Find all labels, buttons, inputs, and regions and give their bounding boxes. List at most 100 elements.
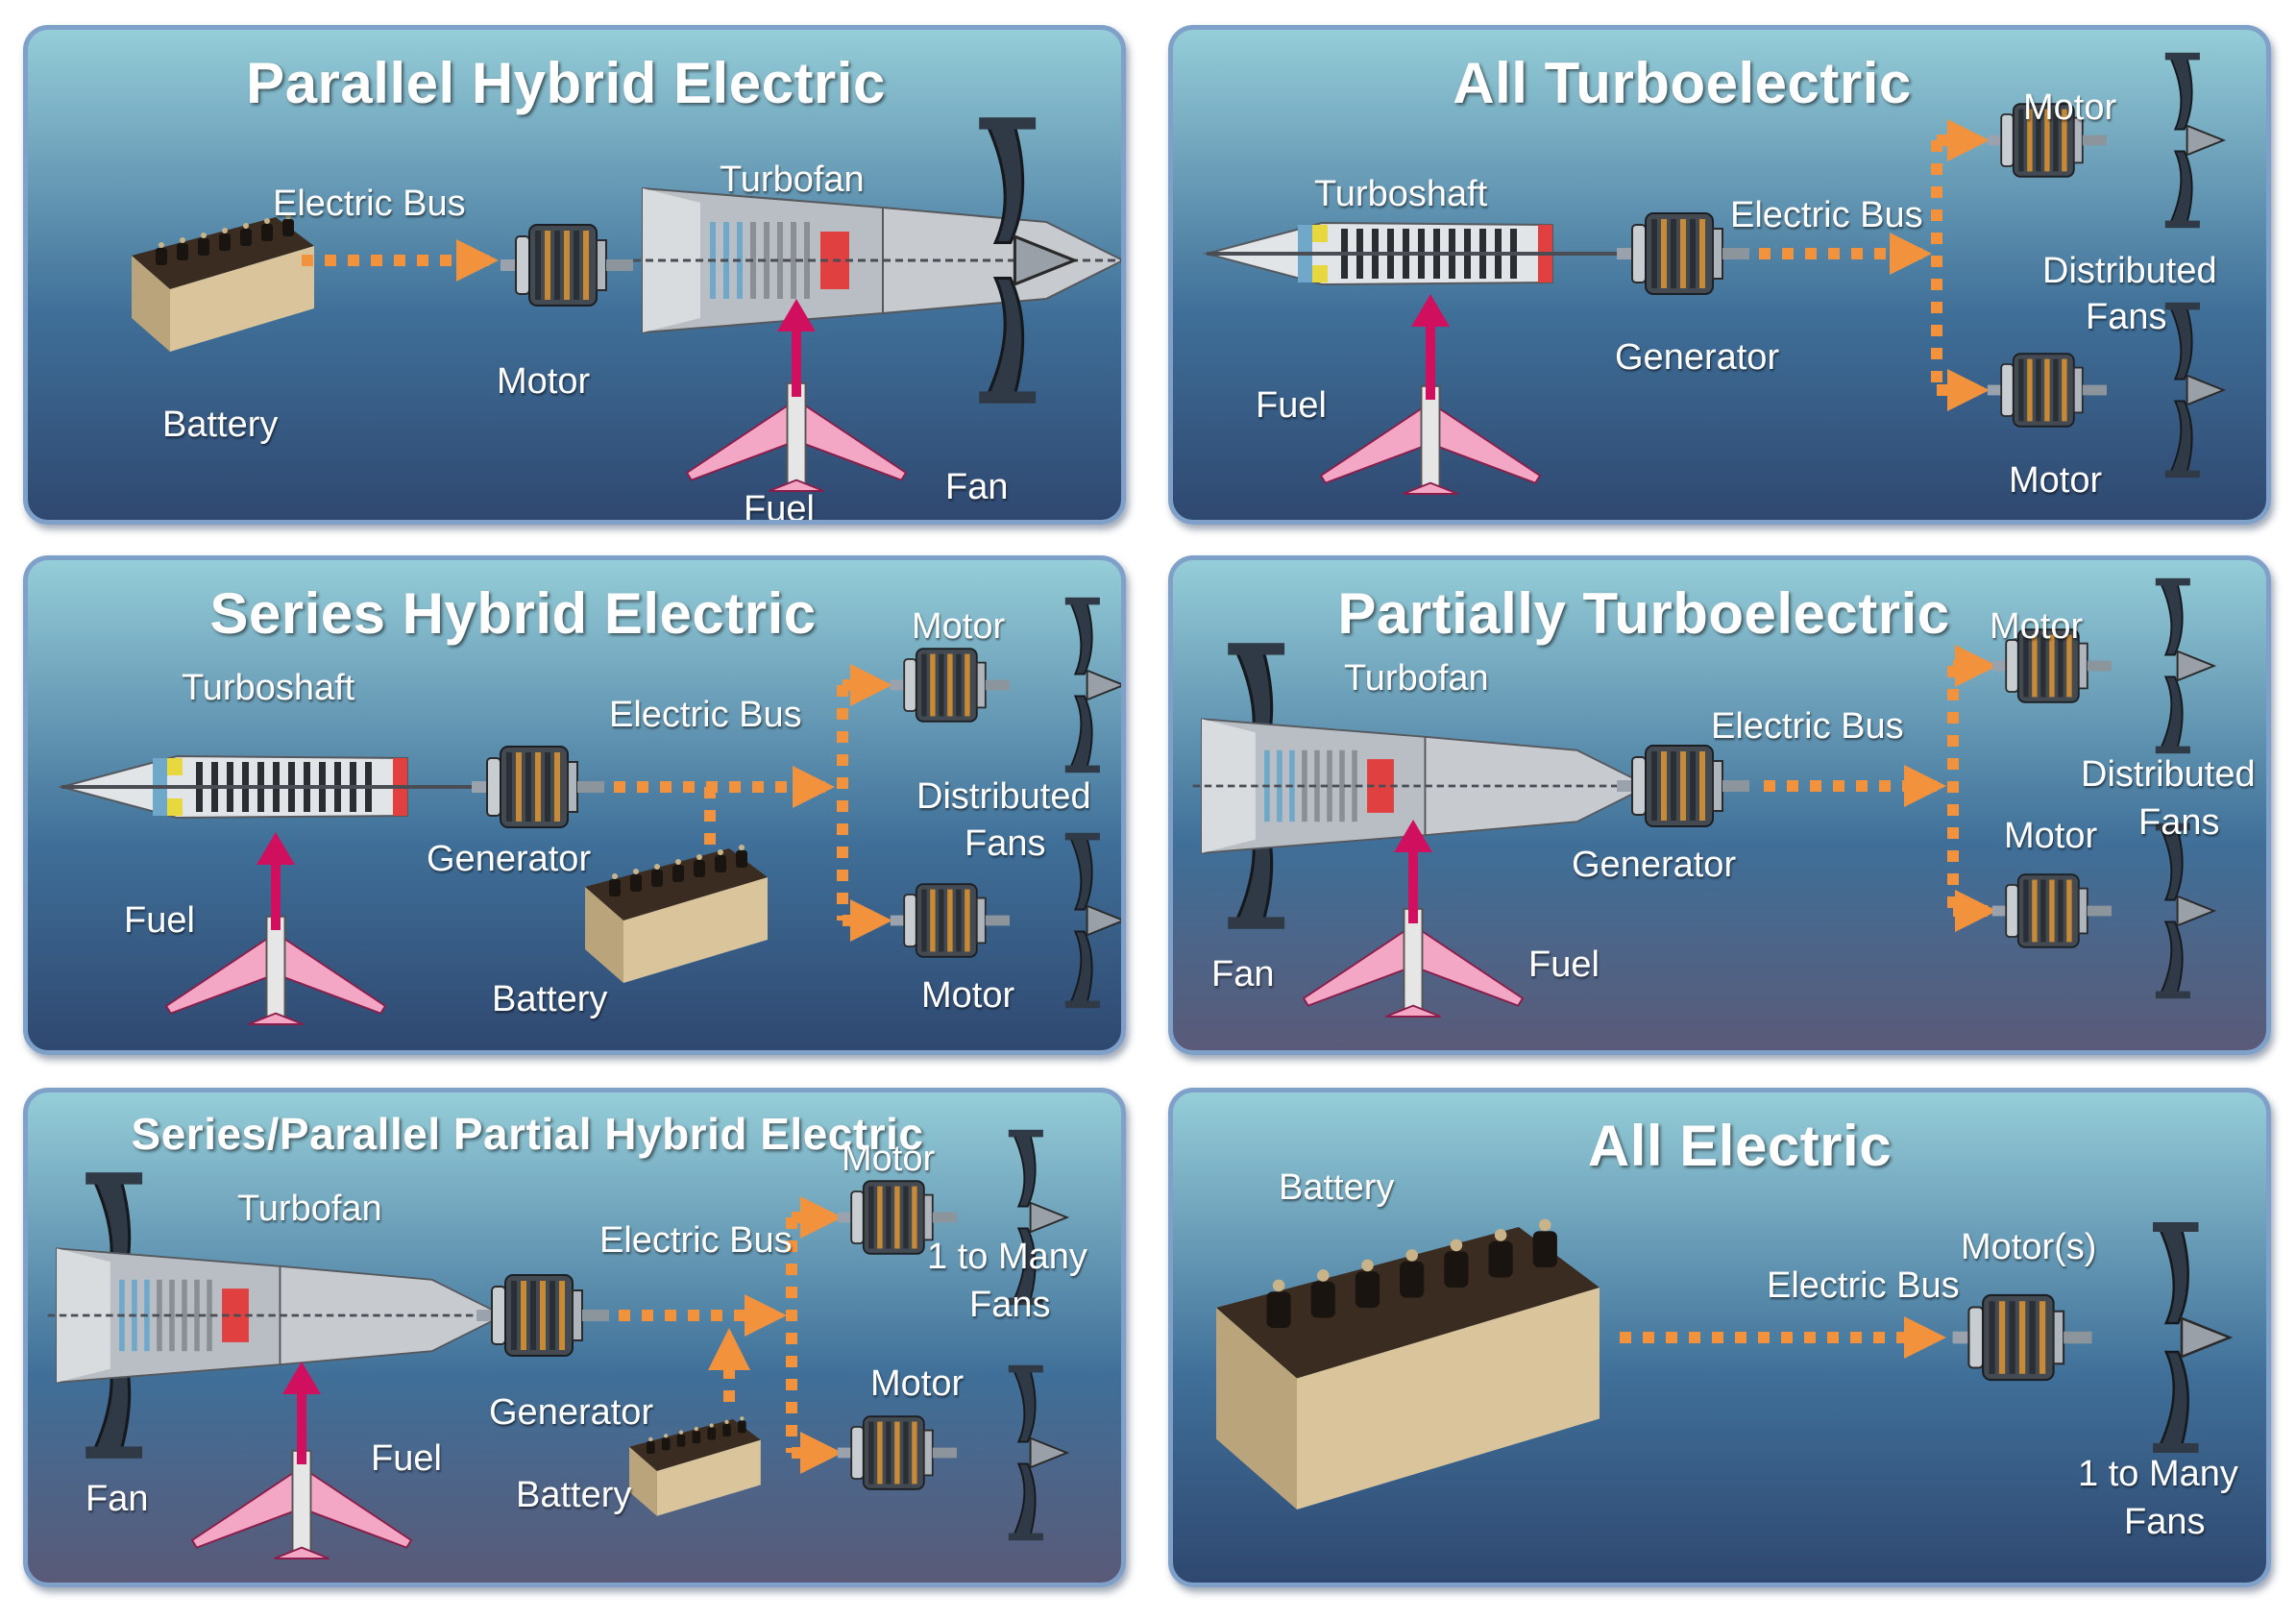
architecture-schematic xyxy=(1192,577,2217,1018)
fan-icon xyxy=(979,117,1079,404)
architecture-schematic xyxy=(47,1129,1070,1559)
turbofan-icon xyxy=(633,186,1121,334)
turboshaft-icon xyxy=(1203,221,1649,286)
orange-dotted-arrow xyxy=(1764,765,1946,807)
orange-dotted-arrow xyxy=(614,766,835,808)
component-label-battery: Battery xyxy=(162,405,279,445)
airplane-icon xyxy=(1302,907,1525,1018)
orange-dotted-arrow xyxy=(843,899,892,942)
orange-dotted-arrow xyxy=(619,1294,787,1337)
orange-dotted-arrow xyxy=(1937,369,1990,411)
panel-title: All Electric xyxy=(1587,1113,1893,1178)
fan-icon xyxy=(2155,577,2217,754)
generator-icon xyxy=(472,746,604,828)
component-label-fuel: Fuel xyxy=(1256,385,1327,426)
component-label-motor: Motor xyxy=(1990,606,2084,647)
component-label-fuel: Fuel xyxy=(1528,945,1600,985)
fan-icon xyxy=(1008,1129,1070,1306)
motor-icon xyxy=(890,883,1010,958)
motor-icon xyxy=(1987,103,2107,178)
generator-icon xyxy=(1617,745,1749,827)
component-label-fans: Fans xyxy=(2124,1502,2206,1542)
component-label-generator: Generator xyxy=(1615,337,1780,378)
motor-icon xyxy=(837,1415,957,1490)
panel-title: All Turboelectric xyxy=(1453,50,1912,115)
component-label-motor-s-: Motor(s) xyxy=(1961,1227,2097,1267)
component-label-fan: Fan xyxy=(1211,954,1275,994)
motor-icon xyxy=(1987,353,2107,428)
orange-dotted-arrow xyxy=(1937,119,1990,161)
component-label-motor: Motor xyxy=(912,606,1006,647)
component-label-motor: Motor xyxy=(870,1363,965,1404)
component-label-generator: Generator xyxy=(427,839,592,879)
airplane-icon xyxy=(685,381,908,492)
component-label-electric-bus: Electric Bus xyxy=(1711,706,1904,747)
panel-title: Partially Turboelectric xyxy=(1337,580,1950,646)
component-label-1-to-many: 1 to Many xyxy=(2078,1454,2238,1494)
component-label-fan: Fan xyxy=(85,1479,149,1519)
architecture-schematic xyxy=(132,117,1121,492)
fan-icon xyxy=(2153,1222,2234,1453)
component-label-motor: Motor xyxy=(921,975,1015,1016)
airplane-icon xyxy=(1319,384,1542,495)
component-label-turbofan: Turbofan xyxy=(1344,658,1489,699)
generator-icon xyxy=(1617,212,1749,295)
motor-icon xyxy=(1952,1293,2092,1382)
panel-title: Series/Parallel Partial Hybrid Electric xyxy=(131,1109,924,1160)
orange-dotted-arrow xyxy=(1953,890,1997,932)
component-label-fans: Fans xyxy=(2086,297,2167,337)
component-label-electric-bus: Electric Bus xyxy=(1767,1265,1960,1306)
fan-icon xyxy=(1008,1364,1070,1541)
fuel-arrow xyxy=(1394,820,1432,923)
fuel-arrow xyxy=(1411,294,1450,400)
architecture-schematic xyxy=(58,597,1121,1025)
component-label-motor: Motor xyxy=(2004,816,2098,856)
fuel-arrow xyxy=(282,1362,321,1464)
orange-dotted-arrow xyxy=(792,1432,843,1474)
battery-icon xyxy=(629,1416,761,1516)
component-label-turboshaft: Turboshaft xyxy=(182,668,355,708)
motor-icon xyxy=(1991,873,2112,948)
orange-dotted-arrow xyxy=(708,1328,750,1402)
component-label-fans: Fans xyxy=(2138,802,2220,843)
component-label-turbofan: Turbofan xyxy=(720,160,865,200)
fan-icon xyxy=(2155,822,2217,999)
component-label-fuel: Fuel xyxy=(124,900,195,941)
airplane-icon xyxy=(190,1449,413,1559)
motor-icon xyxy=(837,1180,957,1255)
component-label-motor: Motor xyxy=(2023,87,2117,128)
orange-dotted-arrow xyxy=(302,239,499,282)
motor-icon xyxy=(890,648,1010,723)
architecture-schematic xyxy=(1216,1218,2234,1510)
orange-dotted-arrow xyxy=(1953,645,1997,687)
fan-icon xyxy=(1064,832,1121,1009)
component-label-fuel: Fuel xyxy=(371,1438,442,1479)
component-label-battery: Battery xyxy=(1279,1167,1395,1208)
airplane-icon xyxy=(164,915,387,1025)
battery-icon xyxy=(1216,1218,1600,1510)
component-label-distributed: Distributed xyxy=(916,776,1091,817)
panel-title: Series Hybrid Electric xyxy=(209,580,817,646)
fuel-arrow xyxy=(256,832,295,930)
panel-title: Parallel Hybrid Electric xyxy=(246,50,886,115)
fuel-arrow xyxy=(777,299,816,397)
turbofan-icon xyxy=(47,1247,506,1384)
component-label-motor: Motor xyxy=(842,1139,936,1179)
component-label-fan: Fan xyxy=(945,467,1009,507)
orange-dotted-arrow xyxy=(843,664,892,706)
component-label-distributed: Distributed xyxy=(2042,251,2217,291)
component-label-battery: Battery xyxy=(492,979,608,1019)
component-label-turboshaft: Turboshaft xyxy=(1314,174,1488,214)
component-label-fans: Fans xyxy=(969,1285,1051,1325)
fan-icon xyxy=(1064,597,1121,773)
component-label-turbofan: Turbofan xyxy=(237,1189,382,1229)
component-label-electric-bus: Electric Bus xyxy=(273,184,466,224)
component-label-distributed: Distributed xyxy=(2081,754,2256,795)
